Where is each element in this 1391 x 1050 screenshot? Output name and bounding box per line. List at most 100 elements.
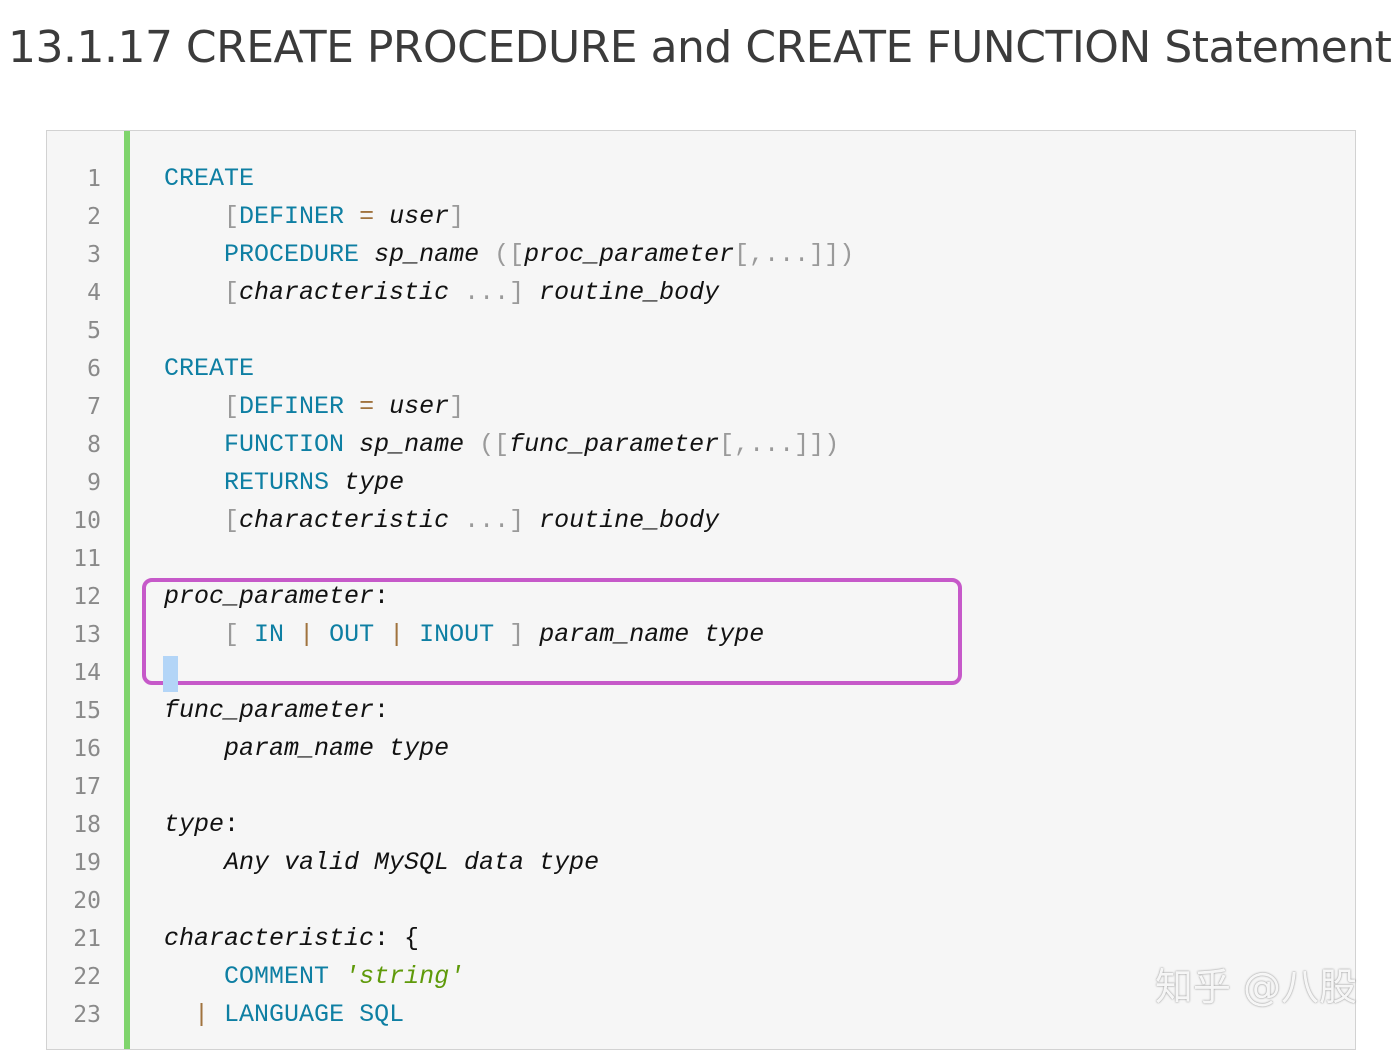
code-token: type	[344, 468, 405, 497]
code-token	[344, 392, 359, 421]
code-token: CREATE	[164, 164, 255, 193]
code-token	[464, 430, 479, 459]
code-line: [DEFINER = user]	[164, 388, 854, 426]
code-token: LANGUAGE	[224, 1000, 345, 1029]
line-number: 20	[73, 888, 101, 914]
code-token: ]	[449, 392, 465, 421]
line-number: 5	[87, 318, 101, 344]
line-number: 7	[87, 394, 101, 420]
code-token: FUNCTION	[224, 430, 345, 459]
code-line: COMMENT 'string'	[164, 958, 854, 996]
line-number: 23	[73, 1002, 101, 1028]
code-token	[164, 506, 224, 535]
code-token: :	[374, 696, 390, 725]
code-token: sp_name	[374, 240, 480, 269]
code-token: |	[389, 620, 405, 649]
code-line: CREATE	[164, 160, 854, 198]
text-cursor-selection	[163, 656, 178, 692]
code-token: Any valid MySQL data type	[224, 848, 600, 877]
code-token: user	[389, 202, 450, 231]
code-line: | LANGUAGE SQL	[164, 996, 854, 1034]
line-number: 17	[73, 774, 101, 800]
code-token	[359, 240, 374, 269]
code-line	[164, 882, 854, 920]
line-number: 9	[87, 470, 101, 496]
code-token	[344, 1000, 359, 1029]
code-token: |	[194, 1000, 210, 1029]
code-token: type	[164, 810, 225, 839]
code-content[interactable]: CREATE [DEFINER = user] PROCEDURE sp_nam…	[164, 160, 854, 1034]
line-number: 3	[87, 242, 101, 268]
code-line: [characteristic ...] routine_body	[164, 502, 854, 540]
code-token	[209, 1000, 224, 1029]
code-line: FUNCTION sp_name ([func_parameter[,...]]…	[164, 426, 854, 464]
code-token	[164, 734, 224, 763]
line-number: 12	[73, 584, 101, 610]
line-number: 14	[73, 660, 101, 686]
code-token: =	[359, 202, 375, 231]
code-token: IN	[254, 620, 285, 649]
code-token: param_name	[224, 734, 375, 763]
code-token	[374, 202, 389, 231]
code-line: proc_parameter:	[164, 578, 854, 616]
code-line	[164, 540, 854, 578]
code-token: INOUT	[419, 620, 495, 649]
code-token: =	[359, 392, 375, 421]
code-line: CREATE	[164, 350, 854, 388]
code-token: |	[299, 620, 315, 649]
code-line: [ IN | OUT | INOUT ] param_name type	[164, 616, 854, 654]
code-token	[164, 848, 224, 877]
line-number: 11	[73, 546, 101, 572]
code-token: [	[224, 202, 240, 231]
code-token: proc_parameter	[524, 240, 735, 269]
code-token	[374, 392, 389, 421]
code-token: func_parameter	[509, 430, 720, 459]
code-line: func_parameter:	[164, 692, 854, 730]
code-token: [	[224, 620, 255, 649]
code-token: [	[224, 506, 240, 535]
code-token: ]	[494, 620, 540, 649]
code-token: user	[389, 392, 450, 421]
code-line: [DEFINER = user]	[164, 198, 854, 236]
code-line: RETURNS type	[164, 464, 854, 502]
line-number: 10	[73, 508, 101, 534]
code-token: RETURNS	[224, 468, 330, 497]
code-token: [	[224, 392, 240, 421]
line-number: 2	[87, 204, 101, 230]
line-number: 21	[73, 926, 101, 952]
code-line: param_name type	[164, 730, 854, 768]
code-token	[164, 1000, 194, 1029]
code-token: [,...]])	[719, 430, 840, 459]
code-token: DEFINER	[239, 202, 345, 231]
code-token: COMMENT	[224, 962, 330, 991]
code-token: ]	[449, 202, 465, 231]
code-token: func_parameter	[164, 696, 375, 725]
line-number: 18	[73, 812, 101, 838]
code-token	[329, 962, 344, 991]
code-token: ...]	[449, 278, 540, 307]
code-token: characteristic	[239, 506, 450, 535]
code-token: ...]	[449, 506, 540, 535]
line-number: 6	[87, 356, 101, 382]
line-number: 16	[73, 736, 101, 762]
line-number: 22	[73, 964, 101, 990]
code-token	[164, 468, 224, 497]
code-token: routine_body	[539, 278, 720, 307]
code-token	[329, 468, 344, 497]
code-token	[164, 240, 224, 269]
watermark: 知乎 @八股	[1154, 965, 1357, 1009]
code-token: SQL	[359, 1000, 405, 1029]
code-line: characteristic: {	[164, 920, 854, 958]
code-token	[344, 202, 359, 231]
code-token: PROCEDURE	[224, 240, 360, 269]
code-token: : {	[374, 924, 420, 953]
line-number: 4	[87, 280, 101, 306]
code-token	[374, 734, 389, 763]
code-token: ([	[494, 240, 525, 269]
line-number: 19	[73, 850, 101, 876]
code-line: Any valid MySQL data type	[164, 844, 854, 882]
code-token	[164, 278, 224, 307]
code-token: characteristic	[164, 924, 375, 953]
